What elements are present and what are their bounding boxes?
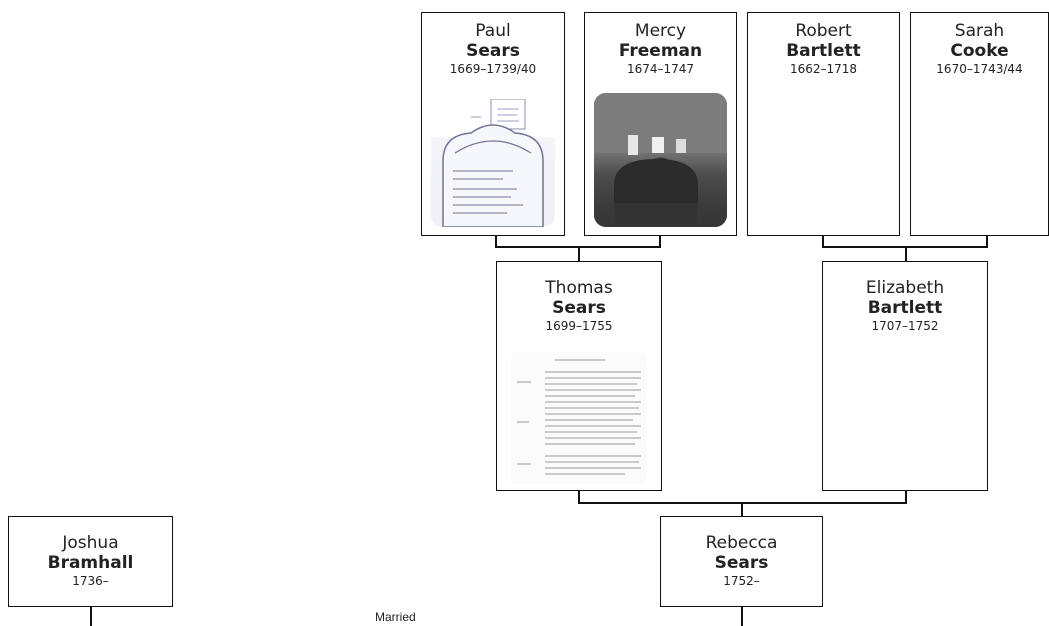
surname: Bartlett — [786, 41, 861, 61]
surname: Bartlett — [867, 298, 943, 318]
person-card-robert-bartlett[interactable]: Robert Bartlett 1662–1718 — [747, 12, 900, 236]
life-dates: 1669–1739/40 — [449, 62, 537, 76]
married-label: Married — [375, 610, 416, 624]
headstone-sketch-drawing — [442, 99, 544, 227]
life-dates: 1736– — [72, 574, 109, 588]
given-name: Robert — [795, 21, 852, 41]
connector-line — [495, 236, 497, 247]
life-dates: 1699–1755 — [545, 319, 613, 333]
headstone-sketch-photo — [431, 99, 555, 227]
given-name: Paul — [475, 21, 511, 41]
given-name: Rebecca — [705, 533, 778, 553]
surname: Sears — [714, 553, 769, 573]
connector-line — [741, 607, 743, 626]
person-card-rebecca-sears[interactable]: Rebecca Sears 1752– — [660, 516, 823, 607]
life-dates: 1752– — [723, 574, 760, 588]
document-page-photo — [511, 352, 647, 484]
connector-line — [90, 607, 92, 626]
connector-line — [741, 502, 743, 517]
connector-line — [822, 236, 824, 247]
connector-line — [659, 236, 661, 247]
person-card-joshua-bramhall[interactable]: Joshua Bramhall 1736– — [8, 516, 173, 607]
life-dates: 1670–1743/44 — [936, 62, 1023, 76]
surname: Freeman — [618, 41, 703, 61]
surname: Bramhall — [47, 553, 134, 573]
given-name: Sarah — [954, 21, 1005, 41]
connector-line — [578, 502, 907, 504]
life-dates: 1674–1747 — [626, 62, 695, 76]
connector-line — [578, 491, 580, 503]
life-dates: 1707–1752 — [871, 319, 939, 333]
connector-line — [578, 246, 580, 262]
surname: Sears — [552, 298, 606, 318]
given-name: Elizabeth — [865, 278, 945, 298]
life-dates: 1662–1718 — [789, 62, 858, 76]
surname: Cooke — [950, 41, 1009, 61]
document-page-drawing — [511, 352, 647, 484]
connector-line — [905, 246, 907, 262]
person-card-elizabeth-bartlett[interactable]: Elizabeth Bartlett 1707–1752 — [822, 261, 988, 491]
connector-line — [905, 491, 907, 503]
cemetery-photo-drawing — [594, 93, 727, 227]
person-card-thomas-sears[interactable]: Thomas Sears 1699–1755 — [496, 261, 662, 491]
cemetery-photo — [594, 93, 727, 227]
given-name: Thomas — [545, 278, 613, 298]
person-card-sarah-cooke[interactable]: Sarah Cooke 1670–1743/44 — [910, 12, 1049, 236]
given-name: Mercy — [634, 21, 687, 41]
connector-line — [986, 236, 988, 247]
person-card-mercy-freeman[interactable]: Mercy Freeman 1674–1747 — [584, 12, 737, 236]
surname: Sears — [466, 41, 520, 61]
given-name: Joshua — [62, 533, 119, 553]
person-card-paul-sears[interactable]: Paul Sears 1669–1739/40 — [421, 12, 565, 236]
